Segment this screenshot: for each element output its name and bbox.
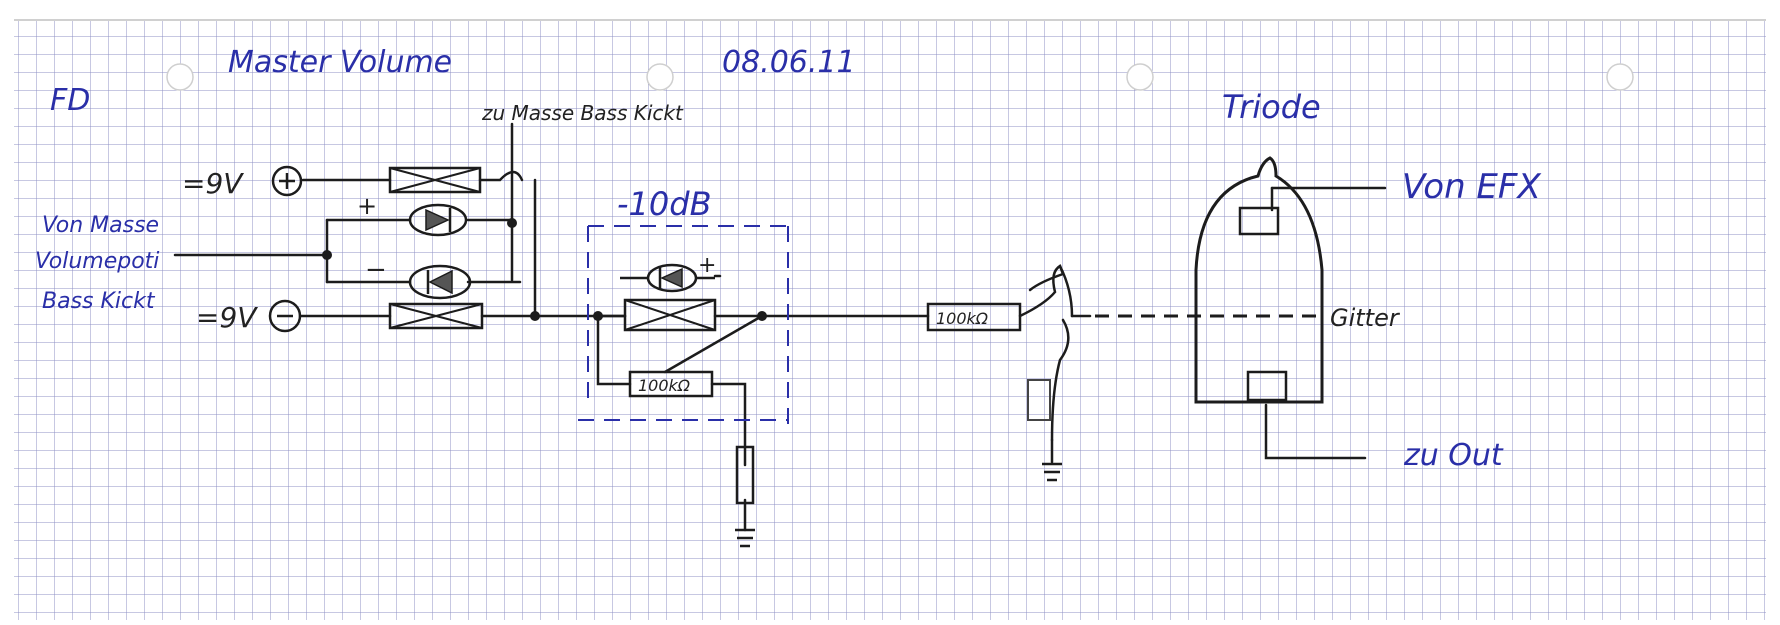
sheet-date: 08.06.11 <box>722 45 856 80</box>
junction-dot <box>530 311 540 321</box>
attenuator-led-plus: + <box>698 253 716 278</box>
junction-dot <box>593 311 603 321</box>
resistor-2-label: 100kΩ <box>936 309 989 328</box>
coupling-element <box>1027 379 1051 421</box>
ground-note-label: zu Masse Bass Kickt <box>481 101 684 125</box>
led-minus-sign: − <box>365 255 387 285</box>
punch-hole <box>646 63 674 91</box>
punch-hole <box>166 63 194 91</box>
junction-dot <box>507 218 517 228</box>
led-plus-sign: + <box>357 192 377 220</box>
ground-symbol-icon <box>735 528 755 548</box>
resistor-2: 100kΩ <box>926 302 1022 332</box>
top-crossed-component <box>388 166 482 194</box>
resistor-1: 100kΩ <box>628 370 714 398</box>
junction-dot <box>322 250 332 260</box>
ground-resistor <box>735 445 755 505</box>
attenuation-label: -10dB <box>617 185 712 223</box>
attenuator-crossed-component <box>623 298 717 332</box>
plus-terminal-icon <box>271 165 303 197</box>
source-label-line-3: Bass Kickt <box>42 289 156 314</box>
plus-supply-label: =9V <box>182 167 244 200</box>
initials: FD <box>50 83 90 118</box>
triode-tube-icon <box>1194 156 1324 404</box>
source-label-line-1: Von Masse <box>42 213 159 238</box>
punch-holes <box>166 63 1634 91</box>
resistor-1-label: 100kΩ <box>638 376 691 395</box>
led-diode-icon <box>408 264 472 300</box>
bottom-crossed-component <box>388 302 484 330</box>
ground-symbol-icon <box>1042 462 1062 482</box>
input-label: Von EFX <box>1402 167 1541 207</box>
grid-label: Gitter <box>1330 304 1401 332</box>
punch-hole <box>1126 63 1154 91</box>
led-diode-icon <box>408 203 468 237</box>
tube-grid-element <box>1238 206 1280 236</box>
sheet-title: Master Volume <box>228 45 452 80</box>
minus-supply-label: =9V <box>196 301 258 334</box>
tube-anode-element <box>1246 370 1288 402</box>
junction-dot <box>757 311 767 321</box>
tube-label: Triode <box>1222 88 1321 126</box>
source-label-line-2: Volumepoti <box>35 249 159 274</box>
output-label: zu Out <box>1403 438 1504 473</box>
punch-hole <box>1606 63 1634 91</box>
attenuator-enclosure <box>578 225 789 426</box>
graph-grid <box>14 20 1766 620</box>
junction-dots <box>322 218 767 321</box>
